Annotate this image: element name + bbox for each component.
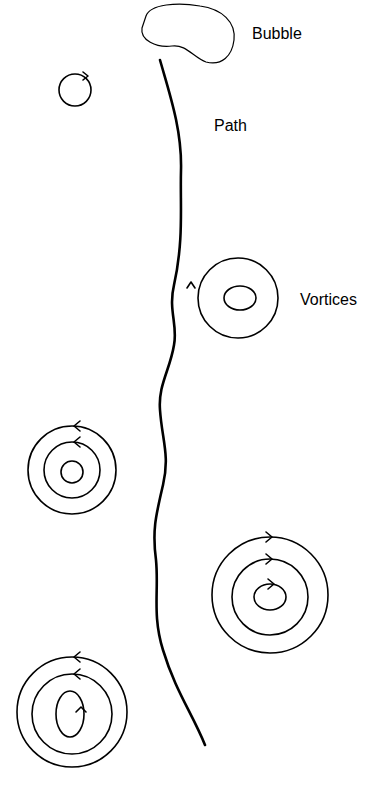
vortices-label: Vortices xyxy=(300,290,357,309)
vortex-4 xyxy=(17,652,127,767)
label-holder: Bubble xyxy=(252,24,302,43)
vortex-2 xyxy=(28,421,116,514)
label-holder: Path xyxy=(214,116,247,135)
vortex-3 xyxy=(212,532,328,653)
bubble-path xyxy=(154,60,205,745)
label-holder: Vortices xyxy=(300,290,357,309)
bubble-label: Bubble xyxy=(252,24,302,43)
bubble-outline xyxy=(142,4,234,63)
vortex-1 xyxy=(187,258,278,338)
small-vortex xyxy=(59,72,91,106)
path-label: Path xyxy=(214,116,247,135)
